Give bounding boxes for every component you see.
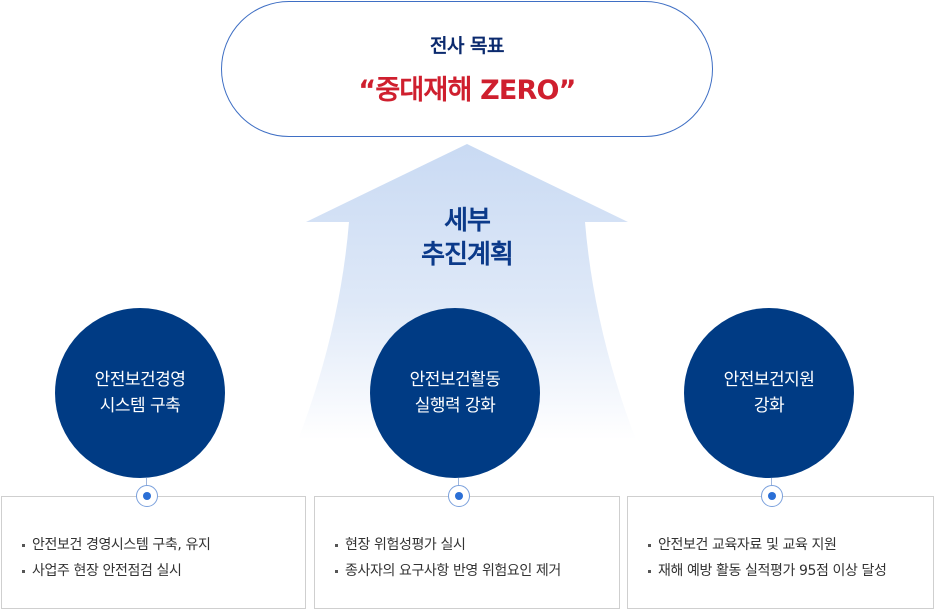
goal-label: 전사 목표 xyxy=(429,35,505,57)
detailed-plan-title: 세부 추진계획 xyxy=(367,204,567,272)
detail-box-management-system: 안전보건 경영시스템 구축, 유지 사업주 현장 안전점검 실시 xyxy=(1,496,306,609)
strategy-1-line1: 안전보건경영 xyxy=(94,370,186,390)
company-goal-box: 전사 목표 “중대재해 ZERO” xyxy=(221,1,713,137)
strategy-2-line1: 안전보건활동 xyxy=(409,370,501,390)
goal-text: “중대재해 ZERO” xyxy=(358,75,576,106)
strategy-circle-activity-execution: 안전보건활동 실행력 강화 xyxy=(370,308,540,478)
list-item: 종사자의 요구사항 반영 위험요인 제거 xyxy=(335,558,619,584)
detail-box-support: 안전보건 교육자료 및 교육 지원 재해 예방 활동 실적평가 95점 이상 달… xyxy=(627,496,934,609)
strategy-3-line2: 강화 xyxy=(753,396,785,416)
strategy-3-line1: 안전보건지원 xyxy=(723,370,815,390)
strategy-1-line2: 시스템 구축 xyxy=(99,396,181,416)
connector-dot-icon xyxy=(448,485,470,507)
list-item: 재해 예방 활동 실적평가 95점 이상 달성 xyxy=(648,558,933,584)
plan-title-line2: 추진계획 xyxy=(421,240,514,270)
list-item: 안전보건 교육자료 및 교육 지원 xyxy=(648,532,933,558)
list-item: 사업주 현장 안전점검 실시 xyxy=(22,558,305,584)
strategy-circle-support: 안전보건지원 강화 xyxy=(684,308,854,478)
strategy-circle-management-system: 안전보건경영 시스템 구축 xyxy=(55,308,225,478)
detail-box-activity-execution: 현장 위험성평가 실시 종사자의 요구사항 반영 위험요인 제거 xyxy=(314,496,620,609)
plan-title-line1: 세부 xyxy=(444,206,491,236)
connector-dot-icon xyxy=(136,485,158,507)
connector-dot-icon xyxy=(761,485,783,507)
list-item: 현장 위험성평가 실시 xyxy=(335,532,619,558)
strategy-2-line2: 실행력 강화 xyxy=(414,396,496,416)
list-item: 안전보건 경영시스템 구축, 유지 xyxy=(22,532,305,558)
